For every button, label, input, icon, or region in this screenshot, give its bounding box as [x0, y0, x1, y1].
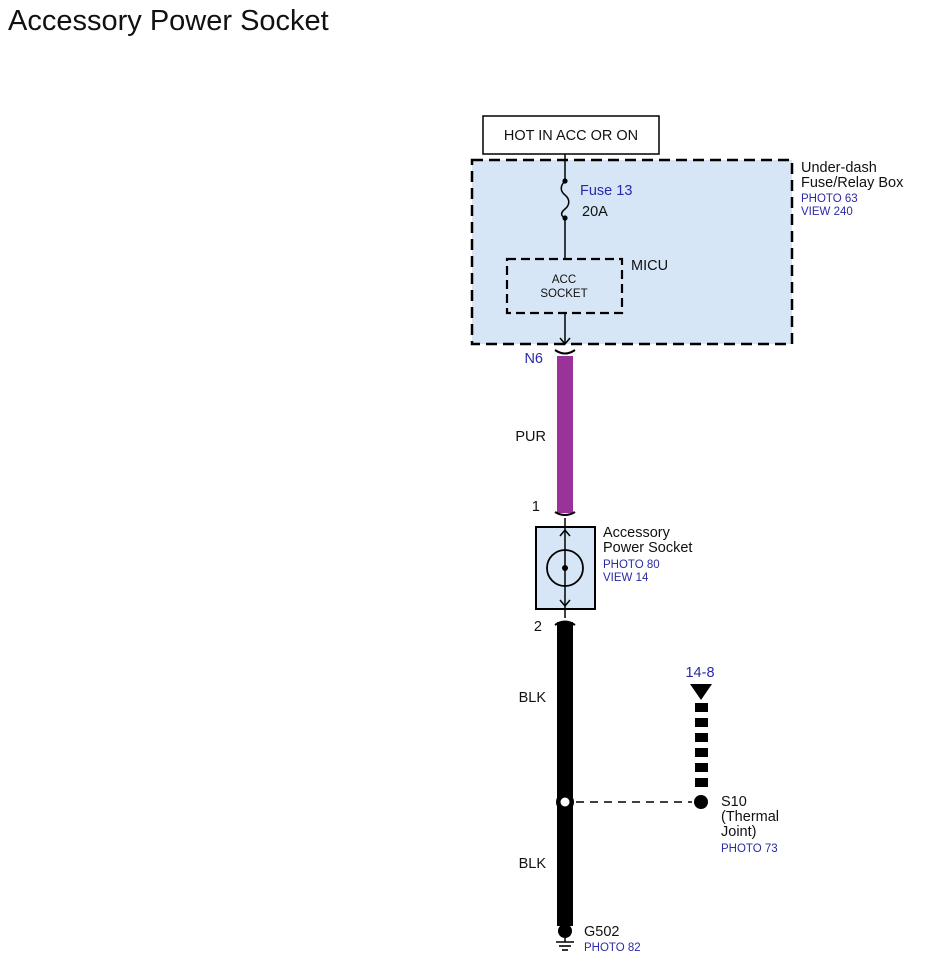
fuse-box-name-line2: Fuse/Relay Box — [801, 175, 904, 191]
fuse-box-view-link[interactable]: VIEW 240 — [801, 206, 853, 218]
pin-2-label: 2 — [534, 619, 542, 635]
pin-1-label: 1 — [532, 499, 540, 515]
socket-name-line1: Accessory — [603, 525, 671, 541]
socket-name-line2: Power Socket — [603, 540, 692, 556]
ground-icon — [556, 941, 574, 951]
splice-junction-inner — [560, 797, 570, 807]
socket-view-link[interactable]: VIEW 14 — [603, 572, 649, 584]
socket-arrow-up-icon — [559, 528, 571, 537]
power-source-box — [482, 115, 660, 155]
wire-blk — [557, 622, 573, 926]
fuse-icon — [560, 180, 570, 219]
micu-block-line2: SOCKET — [540, 288, 587, 300]
ground-photo-link[interactable]: PHOTO 82 — [584, 942, 641, 954]
socket-outlet-icon — [546, 549, 584, 587]
splice-desc-line1: (Thermal — [721, 809, 779, 825]
thermal-joint-dashed-wire — [695, 703, 708, 787]
fuse-rating: 20A — [582, 204, 608, 220]
socket-arrow-down-icon — [559, 599, 571, 608]
wire-pur-label: PUR — [515, 429, 546, 445]
ref-arrow-link[interactable]: 14-8 — [685, 665, 714, 681]
power-source-label: HOT IN ACC OR ON — [504, 128, 638, 144]
wire-blk-upper-label: BLK — [519, 690, 547, 706]
ground-name: G502 — [584, 924, 619, 940]
micu-block-line1: ACC — [552, 274, 576, 286]
wire-blk-lower-label: BLK — [519, 856, 547, 872]
socket-photo-link[interactable]: PHOTO 80 — [603, 559, 660, 571]
fuse-name: Fuse 13 — [580, 183, 632, 199]
ref-arrow-icon — [690, 684, 712, 700]
page-title: Accessory Power Socket — [8, 5, 329, 37]
ground-dot — [558, 924, 572, 938]
splice-name: S10 — [721, 794, 747, 810]
pin-1-cup-icon — [554, 511, 576, 516]
connector-arrow-icon — [559, 337, 571, 346]
splice-s10-dot — [694, 795, 708, 809]
fuse-relay-box — [470, 158, 794, 346]
fuse-box-name-line1: Under-dash — [801, 160, 877, 176]
socket-center-dot — [562, 565, 568, 571]
micu-acc-socket-block — [505, 257, 624, 315]
pin-2-cup-icon — [554, 620, 576, 626]
connector-n6-cup-icon — [554, 349, 576, 355]
micu-label: MICU — [631, 258, 668, 274]
splice-photo-link[interactable]: PHOTO 73 — [721, 843, 778, 855]
splice-desc-line2: Joint) — [721, 824, 756, 840]
wire-pur — [557, 356, 573, 513]
fuse-box-photo-link[interactable]: PHOTO 63 — [801, 193, 858, 205]
connector-n6-label: N6 — [524, 351, 543, 367]
